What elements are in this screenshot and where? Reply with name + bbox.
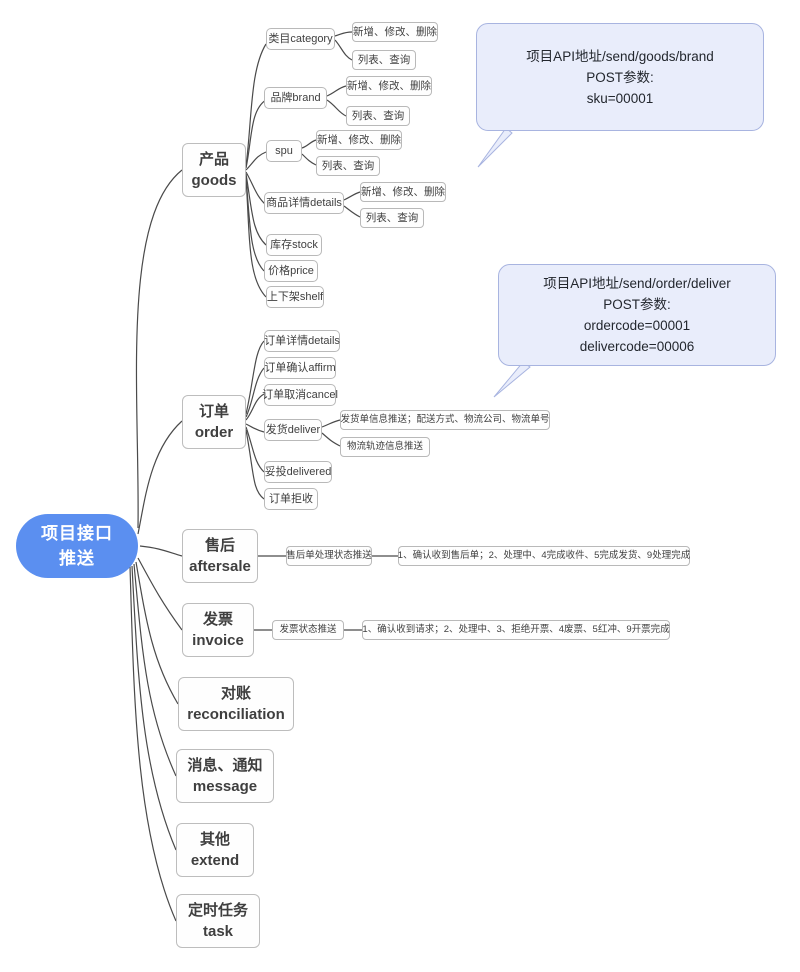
branch-goods[interactable]: 产品 goods bbox=[182, 143, 246, 197]
goods-child-details[interactable]: 商品详情details bbox=[264, 192, 344, 214]
invoice-status-node[interactable]: 发票状态推送 bbox=[272, 620, 344, 640]
branch-invoice-cn: 发票 bbox=[202, 611, 233, 628]
goods-child-details-label: 商品详情details bbox=[266, 197, 342, 209]
callout-order-deliver-api: 项目API地址/send/order/deliver POST参数: order… bbox=[498, 264, 776, 366]
order-child-details[interactable]: 订单详情details bbox=[264, 330, 340, 352]
aftersale-status-node[interactable]: 售后单处理状态推送 bbox=[286, 546, 372, 566]
branch-message-en: message bbox=[192, 778, 258, 795]
branch-extend-en: extend bbox=[190, 852, 240, 869]
callout-1-line-1: 项目API地址/send/goods/brand bbox=[526, 48, 714, 64]
goods-child-price-label: 价格price bbox=[268, 265, 314, 277]
order-child-delivered[interactable]: 妥投delivered bbox=[264, 461, 332, 483]
branch-task-en: task bbox=[202, 923, 234, 940]
branch-goods-en: goods bbox=[191, 172, 237, 189]
branch-task-cn: 定时任务 bbox=[187, 902, 248, 919]
goods-child-shelf-label: 上下架shelf bbox=[266, 291, 324, 303]
order-child-affirm[interactable]: 订单确认affirm bbox=[264, 357, 336, 379]
branch-invoice-en: invoice bbox=[192, 632, 244, 649]
order-child-details-label: 订单详情details bbox=[264, 335, 340, 347]
goods-child-shelf[interactable]: 上下架shelf bbox=[266, 286, 324, 308]
order-child-deliver[interactable]: 发货deliver bbox=[264, 419, 322, 441]
deliver-child-shipment-info-label: 发货单信息推送；配送方式、物流公司、物流单号 bbox=[340, 414, 550, 425]
callout-2-line-1: 项目API地址/send/order/deliver bbox=[543, 276, 731, 291]
goods-child-spu[interactable]: spu bbox=[266, 140, 302, 162]
spu-op-crud-label: 新增、修改、删除 bbox=[317, 133, 401, 146]
callout-goods-brand-api: 项目API地址/send/goods/brand POST参数: sku=000… bbox=[476, 23, 764, 131]
category-op-list[interactable]: 列表、查询 bbox=[352, 50, 416, 70]
invoice-status-node-label: 发票状态推送 bbox=[279, 624, 337, 635]
spu-op-list-label: 列表、查询 bbox=[321, 159, 375, 172]
goods-child-brand-label: 品牌brand bbox=[270, 92, 321, 104]
goods-child-price[interactable]: 价格price bbox=[264, 260, 318, 282]
order-child-reject-label: 订单拒收 bbox=[269, 493, 313, 505]
callout-1-line-3: sku=00001 bbox=[586, 90, 654, 106]
order-child-affirm-label: 订单确认affirm bbox=[264, 362, 336, 374]
invoice-status-detail[interactable]: 1、确认收到请求；2、处理中、3、拒绝开票、4废票、5红冲、9开票完成 bbox=[362, 620, 670, 640]
callout-2-line-2: POST参数: bbox=[603, 297, 671, 312]
brand-op-crud-label: 新增、修改、删除 bbox=[347, 79, 431, 92]
callout-2-line-4: delivercode=00006 bbox=[579, 339, 695, 354]
branch-message-cn: 消息、通知 bbox=[187, 757, 263, 774]
category-op-list-label: 列表、查询 bbox=[357, 53, 411, 66]
brand-op-list-label: 列表、查询 bbox=[351, 109, 405, 122]
branch-goods-cn: 产品 bbox=[198, 151, 229, 168]
order-child-delivered-label: 妥投delivered bbox=[264, 466, 332, 478]
aftersale-status-detail[interactable]: 1、确认收到售后单；2、处理中、4完成收件、5完成发货、9处理完成 bbox=[398, 546, 690, 566]
aftersale-status-detail-label: 1、确认收到售后单；2、处理中、4完成收件、5完成发货、9处理完成 bbox=[397, 550, 691, 561]
details-op-crud[interactable]: 新增、修改、删除 bbox=[360, 182, 446, 202]
order-child-cancel-label: 订单取消cancel bbox=[262, 389, 338, 401]
goods-child-spu-label: spu bbox=[275, 145, 293, 157]
deliver-child-tracking-info[interactable]: 物流轨迹信息推送 bbox=[340, 437, 430, 457]
goods-child-stock[interactable]: 库存stock bbox=[266, 234, 322, 256]
branch-invoice[interactable]: 发票 invoice bbox=[182, 603, 254, 657]
callout-1-line-2: POST参数: bbox=[586, 69, 654, 85]
details-op-crud-label: 新增、修改、删除 bbox=[361, 185, 445, 198]
root-label-en: 推送 bbox=[59, 549, 95, 568]
branch-order-en: order bbox=[194, 424, 234, 441]
spu-op-list[interactable]: 列表、查询 bbox=[316, 156, 380, 176]
goods-child-category[interactable]: 类目category bbox=[266, 28, 335, 50]
branch-extend[interactable]: 其他 extend bbox=[176, 823, 254, 877]
details-op-list[interactable]: 列表、查询 bbox=[360, 208, 424, 228]
branch-reconciliation-en: reconciliation bbox=[187, 706, 285, 723]
order-child-reject[interactable]: 订单拒收 bbox=[264, 488, 318, 510]
brand-op-list[interactable]: 列表、查询 bbox=[346, 106, 410, 126]
goods-child-category-label: 类目category bbox=[268, 33, 333, 45]
branch-reconciliation-cn: 对账 bbox=[220, 685, 251, 702]
branch-order[interactable]: 订单 order bbox=[182, 395, 246, 449]
details-op-list-label: 列表、查询 bbox=[365, 211, 419, 224]
branch-aftersale-cn: 售后 bbox=[204, 537, 235, 554]
goods-child-brand[interactable]: 品牌brand bbox=[264, 87, 327, 109]
root-node[interactable]: 项目接口 推送 bbox=[16, 514, 138, 578]
branch-message[interactable]: 消息、通知 message bbox=[176, 749, 274, 803]
branch-reconciliation[interactable]: 对账 reconciliation bbox=[178, 677, 294, 731]
branch-task[interactable]: 定时任务 task bbox=[176, 894, 260, 948]
aftersale-status-node-label: 售后单处理状态推送 bbox=[286, 550, 372, 561]
branch-aftersale-en: aftersale bbox=[189, 558, 251, 575]
category-op-crud[interactable]: 新增、修改、删除 bbox=[352, 22, 438, 42]
invoice-status-detail-label: 1、确认收到请求；2、处理中、3、拒绝开票、4废票、5红冲、9开票完成 bbox=[362, 624, 670, 635]
brand-op-crud[interactable]: 新增、修改、删除 bbox=[346, 76, 432, 96]
deliver-child-shipment-info[interactable]: 发货单信息推送；配送方式、物流公司、物流单号 bbox=[340, 410, 550, 430]
root-label-cn: 项目接口 bbox=[41, 524, 113, 543]
spu-op-crud[interactable]: 新增、修改、删除 bbox=[316, 130, 402, 150]
order-child-deliver-label: 发货deliver bbox=[265, 424, 321, 436]
order-child-cancel[interactable]: 订单取消cancel bbox=[262, 384, 338, 406]
goods-child-stock-label: 库存stock bbox=[270, 239, 318, 251]
branch-extend-cn: 其他 bbox=[199, 831, 230, 848]
branch-order-cn: 订单 bbox=[198, 403, 229, 420]
callout-2-line-3: ordercode=00001 bbox=[583, 318, 691, 333]
deliver-child-tracking-info-label: 物流轨迹信息推送 bbox=[347, 441, 424, 452]
branch-aftersale[interactable]: 售后 aftersale bbox=[182, 529, 258, 583]
category-op-crud-label: 新增、修改、删除 bbox=[353, 25, 437, 38]
